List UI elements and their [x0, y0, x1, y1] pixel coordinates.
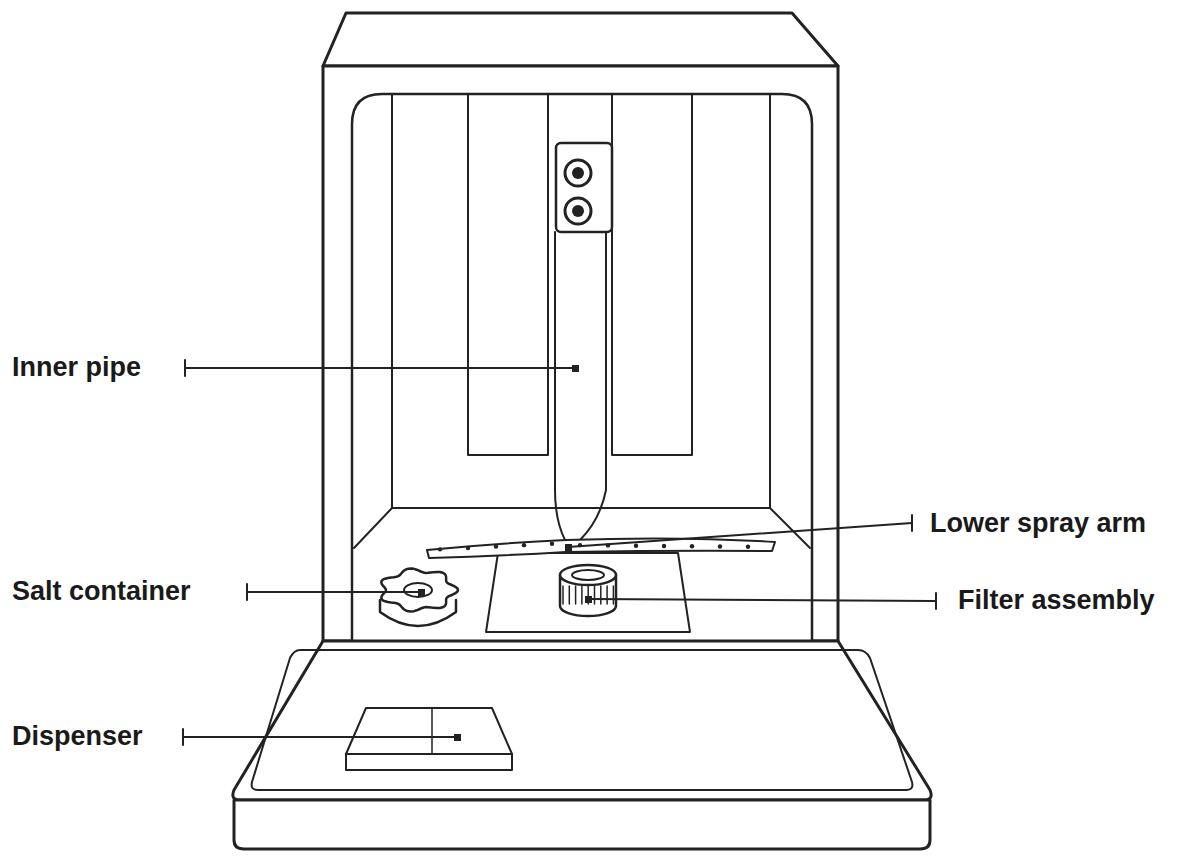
spray-hole [522, 543, 526, 547]
back-panel [612, 94, 692, 455]
dispenser-front [346, 754, 512, 770]
dispenser [346, 708, 512, 754]
pipe-port [572, 167, 584, 179]
part-label: Salt container [12, 577, 191, 607]
filter-rib [600, 586, 602, 604]
leader-line [568, 523, 912, 547]
leader-line [183, 736, 457, 738]
filter-top [560, 565, 616, 585]
leader-dot [585, 596, 592, 603]
spray-hole [438, 547, 442, 551]
dispenser-lid-split [431, 708, 433, 754]
filter-rib [606, 586, 608, 604]
filter-rib [581, 586, 583, 604]
leader-tick [184, 360, 186, 376]
spray-hole [718, 544, 722, 548]
salt-cap-center [404, 583, 432, 597]
part-label: Dispenser [12, 722, 143, 752]
filter-rib [562, 586, 564, 604]
door-base [234, 800, 930, 849]
filter-plate [486, 553, 690, 632]
part-label: Lower spray arm [930, 509, 1146, 539]
salt-container [380, 568, 458, 626]
leader-tick [246, 584, 248, 600]
tub-wall-line [391, 94, 393, 508]
door [233, 641, 931, 800]
pipe-port [565, 198, 591, 224]
leader-dot [418, 589, 425, 596]
pipe-bracket [556, 143, 612, 232]
back-panel [468, 94, 548, 455]
pipe-port [572, 205, 584, 217]
filter-rib [594, 586, 596, 604]
spray-hole [466, 546, 470, 550]
lower-spray-arm [427, 538, 775, 558]
salt-cap-top [381, 568, 458, 611]
tub-floor-edge [354, 508, 392, 548]
pipe-port [565, 160, 591, 186]
cabinet-body [323, 66, 838, 641]
spray-hole [494, 544, 498, 548]
spray-hole [634, 544, 638, 548]
leader-line [588, 599, 936, 601]
tub-floor-edge [392, 507, 770, 509]
leader-tick [182, 729, 184, 745]
leader-tick [935, 593, 937, 609]
filter-rib [575, 586, 577, 604]
leader-line [247, 591, 421, 593]
leader-dot [454, 734, 461, 741]
filter-rib [613, 586, 615, 604]
filter-inner [572, 570, 604, 580]
spray-hole [550, 542, 554, 546]
tub-wall-line [769, 94, 771, 508]
leader-dot [572, 365, 579, 372]
leader-line [185, 367, 575, 369]
filter-assembly [560, 565, 616, 616]
spray-hole [746, 545, 750, 549]
inner-pipe [548, 94, 612, 540]
spray-hole [690, 544, 694, 548]
spray-arm-holes [438, 542, 750, 552]
part-label: Inner pipe [12, 353, 141, 383]
part-label: Filter assembly [958, 586, 1155, 616]
cabinet-top [323, 13, 838, 66]
filter-rib [569, 586, 571, 604]
door-inner-panel [252, 650, 913, 790]
spray-hole [662, 544, 666, 548]
leader-tick [911, 515, 913, 531]
leader-dot [565, 544, 572, 551]
